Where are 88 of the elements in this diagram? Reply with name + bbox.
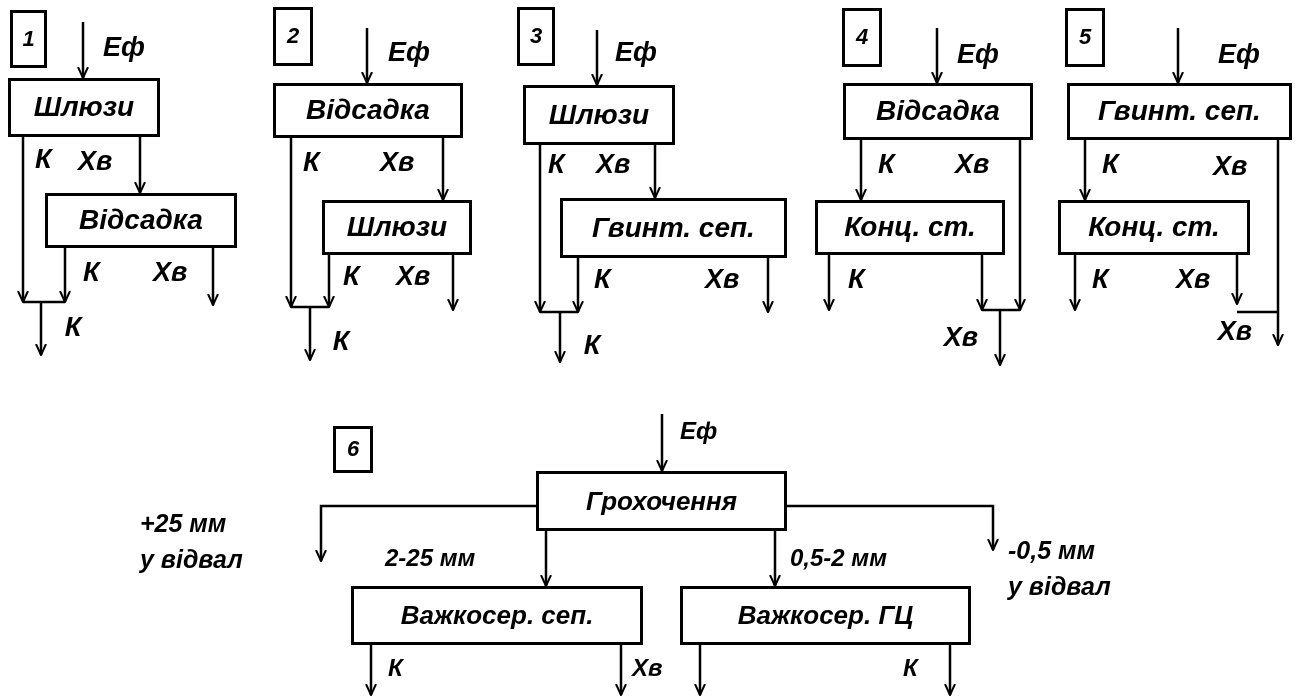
arrow [1172,28,1184,84]
process-box [523,85,675,145]
process-box [815,200,1005,255]
scheme-number-box [842,8,882,67]
process-name: Гвинт. сеп. [592,212,755,244]
arrow [59,248,71,303]
scheme-number: 5 [1078,25,1092,50]
arrow [540,531,552,587]
merge-arrow [23,300,65,356]
arrow [1014,140,1026,311]
merge-arrow [540,310,578,363]
process-name: Шлюзи [548,99,650,131]
process-name: Конц. ст. [1088,212,1220,243]
arrow [17,137,29,303]
arrow [361,28,373,84]
arrow [931,28,943,84]
scheme-number-box [333,426,373,473]
process-name: Важкосер. сеп. [400,601,594,630]
arrow [787,504,999,551]
process-name: Гвинт. сеп. [1098,96,1261,127]
scheme-number-box [10,10,47,68]
process-box [843,83,1033,140]
stream-label: К [64,313,82,343]
process-box [45,193,237,248]
arrow [649,145,661,199]
arrow [207,248,219,306]
arrow [447,255,459,311]
process-name: Відсадка [876,96,1000,127]
process-name: Шлюзи [33,92,135,123]
merge-line [1237,310,1278,314]
arrow [762,258,774,313]
stream-label: Хв [1217,317,1253,347]
arrow [855,140,867,201]
arrow [365,645,377,696]
process-box [536,471,787,531]
stream-label: Еф [103,33,145,62]
scheme-number: 3 [529,24,543,49]
arrow [944,645,956,696]
stream-label: Еф [680,418,718,444]
process-box [273,83,463,138]
arrow [1069,255,1081,311]
stream-label: К [332,327,350,357]
process-box [560,198,787,258]
process-name: Відсадка [306,95,430,126]
stream-label: Еф [1218,40,1260,69]
stream-label: Хв [943,323,979,353]
scheme-number-box [273,7,313,66]
process-box [322,200,472,255]
scheme-number-box [517,7,555,66]
stream-label: Еф [615,38,657,67]
scheme-number-box [1065,8,1105,67]
arrow [323,255,335,308]
process-box [680,586,971,645]
process-box [351,586,643,645]
arrow [77,22,89,79]
scheme-number: 4 [855,25,869,50]
arrow [572,258,584,313]
process-name: Важкосер. ГЦ [737,601,914,630]
arrow [769,531,781,587]
arrow [976,255,988,311]
scheme-number: 6 [346,437,360,462]
process-box [1058,200,1250,255]
arrow [823,255,835,311]
stream-label: К [583,331,601,361]
stream-label: Еф [957,40,999,69]
arrow [1079,140,1091,201]
arrow [534,145,546,313]
scheme-number: 1 [22,26,35,52]
process-name: Відсадка [79,205,203,236]
process-name: Конц. ст. [844,212,976,243]
process-name: Грохочення [585,486,738,516]
scheme-number: 2 [286,24,300,49]
arrow [694,645,706,696]
process-box [8,78,160,137]
arrow [656,414,668,472]
arrow [134,137,146,194]
arrow [315,504,536,562]
arrow [1231,255,1243,305]
arrow [591,30,603,86]
arrow [1272,140,1284,346]
arrow [285,138,297,308]
arrow [437,138,449,201]
process-name: Шлюзи [346,212,448,243]
process-box [1067,83,1292,140]
stream-label: Еф [388,38,430,67]
arrow [615,645,627,696]
merge-arrow [982,308,1020,366]
merge-arrow [291,305,329,361]
